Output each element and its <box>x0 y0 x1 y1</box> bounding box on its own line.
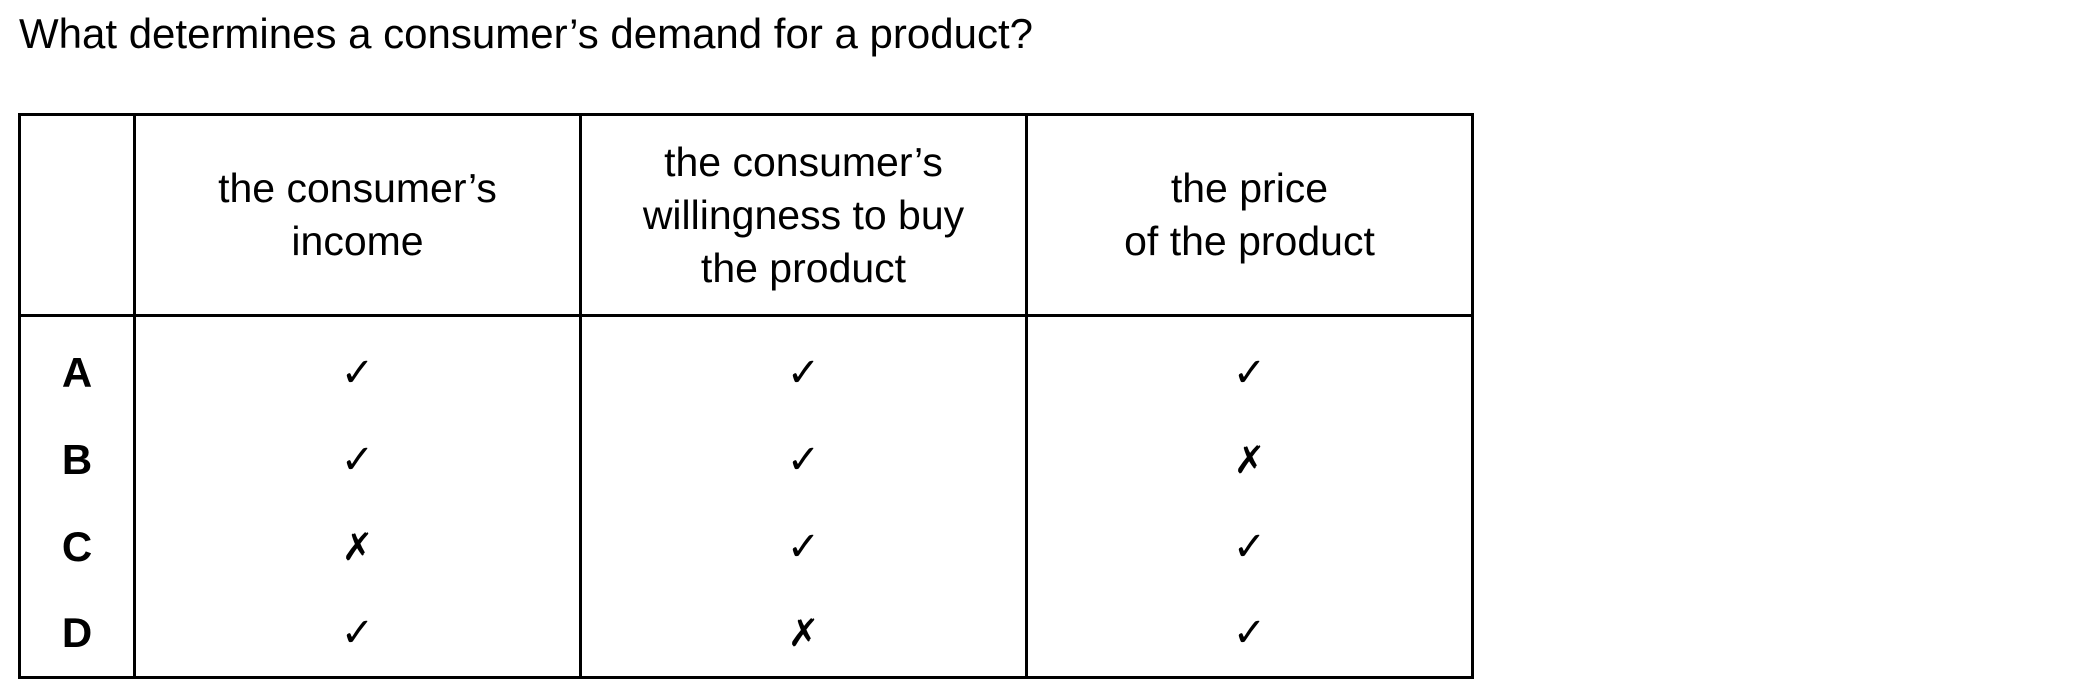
option-row-c: C ✗ ✓ ✓ <box>18 503 1474 590</box>
option-row-b: B ✓ ✓ ✗ <box>18 416 1474 503</box>
header-empty-cell <box>18 113 136 317</box>
check-icon: ✓ <box>1232 349 1267 396</box>
cross-icon: ✗ <box>341 524 374 569</box>
cross-icon: ✗ <box>787 611 820 655</box>
option-cell: ✗ <box>579 590 1028 679</box>
option-cell: ✗ <box>1025 416 1474 503</box>
header-line: income <box>291 218 424 264</box>
option-cell: ✓ <box>133 590 582 679</box>
header-line: the consumer’s <box>218 165 497 211</box>
header-line: the consumer’s <box>664 138 943 185</box>
header-row: the consumer’s income the consumer’s wil… <box>18 113 1474 317</box>
option-cell: ✓ <box>579 416 1028 503</box>
header-line: willingness to buy <box>642 191 965 238</box>
option-row-d: D ✓ ✗ ✓ <box>18 590 1474 679</box>
check-icon: ✓ <box>1232 523 1267 570</box>
header-line: of the product <box>1124 218 1375 264</box>
header-line: the product <box>700 244 907 291</box>
check-icon: ✓ <box>340 349 375 396</box>
option-cell: ✓ <box>133 416 582 503</box>
option-cell: ✗ <box>133 503 582 590</box>
option-cell: ✓ <box>1025 590 1474 679</box>
header-consumer-willingness: the consumer’s willingness to buy the pr… <box>579 113 1028 317</box>
option-cell: ✓ <box>1025 503 1474 590</box>
cross-icon: ✗ <box>1233 437 1266 482</box>
option-label: B <box>18 416 136 503</box>
option-row-a: A ✓ ✓ ✓ <box>18 315 1474 416</box>
options-table: the consumer’s income the consumer’s wil… <box>18 113 1474 679</box>
header-line: the price <box>1170 165 1329 211</box>
option-label: C <box>18 503 136 590</box>
question-text: What determines a consumer’s demand for … <box>19 10 1033 57</box>
option-cell: ✓ <box>579 315 1028 416</box>
option-cell: ✓ <box>133 315 582 416</box>
option-cell: ✓ <box>1025 315 1474 416</box>
check-icon: ✓ <box>786 349 821 396</box>
check-icon: ✓ <box>786 523 821 570</box>
option-label: D <box>18 590 136 679</box>
check-icon: ✓ <box>340 436 375 483</box>
check-icon: ✓ <box>340 610 375 656</box>
header-consumer-income: the consumer’s income <box>133 113 582 317</box>
check-icon: ✓ <box>1232 610 1267 656</box>
option-label: A <box>18 315 136 416</box>
check-icon: ✓ <box>786 436 821 483</box>
option-cell: ✓ <box>579 503 1028 590</box>
header-product-price: the price of the product <box>1025 113 1474 317</box>
